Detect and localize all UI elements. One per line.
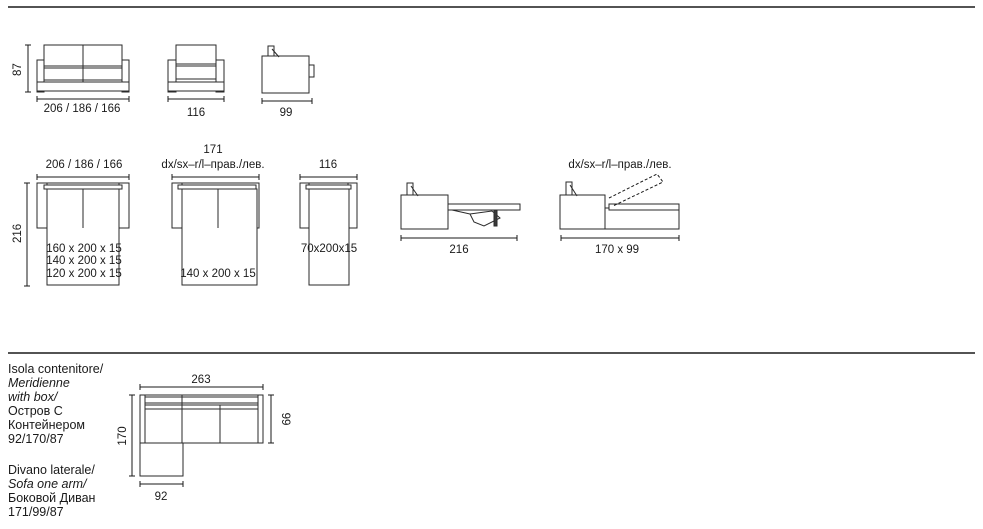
sofa-side-view [261,45,315,94]
one-arm-side-label: dx/sx–r/l–прав./лев. [161,159,264,171]
chaise-width-label: 92 [155,491,168,503]
armchair-width-dimension: 116 [167,96,225,119]
legend-line: Боковой Диван [8,491,96,505]
open-side-length-dimension: 216 [400,235,518,256]
total-width-dimension: 263 [139,374,264,390]
legend-meridienne-box: Isola contenitore/ Meridienne with box/ … [8,362,103,446]
chaise-width-dimension: 92 [139,481,184,503]
mattress-label-3: 120 x 200 x 15 [46,268,121,280]
legend-line: 92/170/87 [8,432,64,446]
legend-line: 171/99/87 [8,505,64,519]
legend-sofa-one-arm: Divano laterale/ Sofa one arm/ Боковой Д… [8,463,95,519]
left-height-dimension: 170 [117,394,135,477]
bed-width-dimension: 206 / 186 / 166 [36,159,130,180]
sofa-one-arm-open-top-view: 140 x 200 x 15 [171,182,260,286]
bed-width-label: 206 / 186 / 166 [46,159,123,171]
legend-line: Isola contenitore/ [8,362,104,376]
legend-line: Divano laterale/ [8,463,95,477]
meridienne-size-label: 170 x 99 [595,244,639,256]
armchair-mattress-label: 70x200x15 [301,243,357,255]
legend-line: with box/ [8,390,58,404]
open-side-length-label: 216 [449,244,468,256]
mattress-label-1: 160 x 200 x 15 [46,243,121,255]
left-height-label: 170 [117,426,129,445]
legend-line: Meridienne [8,376,70,390]
legend-line: Контейнером [8,418,86,432]
one-arm-width-label: 171 [203,144,222,156]
depth-right-dimension: 99 [268,394,291,444]
armchair-bed-width-dimension: 116 [299,159,358,180]
armchair-bed-open-top-view: 70x200x15 [299,182,358,286]
sofa-bed-open-side-view [400,182,521,230]
depth-dimension: 216 [12,182,30,287]
corner-composition-top-view [139,394,264,477]
sofa-width-label: 206 / 186 / 166 [44,103,121,115]
legend-line: Sofa one arm/ [8,477,87,491]
depth-label: 216 [12,224,24,243]
side-depth-label: 99 [280,107,293,119]
one-arm-width-dimension: 171 dx/sx–r/l–прав./лев. [161,144,265,180]
armchair-front-view [167,44,225,93]
depth-right-label: 99 [279,413,291,426]
legend-line: Остров С [8,404,63,418]
sofa-bed-open-top-view: 160 x 200 x 15 140 x 200 x 15 120 x 200 … [36,182,130,286]
total-width-label: 263 [191,374,210,386]
meridienne-side-view: dx/sx–r/l–прав./лев. [559,159,680,230]
meridienne-side-label: dx/sx–r/l–прав./лев. [568,159,671,171]
side-depth-dimension: 99 [261,98,313,119]
meridienne-size-dimension: 170 x 99 [560,235,680,256]
sofa-front-view [36,44,130,93]
armchair-bed-width-label: 116 [319,159,337,171]
armchair-width-label: 116 [187,107,205,119]
sofa-width-dimension: 206 / 186 / 166 [36,96,130,115]
height-label: 87 [12,63,24,76]
mattress-label-2: 140 x 200 x 15 [46,255,121,267]
height-dimension: 87 [12,44,31,93]
one-arm-mattress-label: 140 x 200 x 15 [180,268,255,280]
